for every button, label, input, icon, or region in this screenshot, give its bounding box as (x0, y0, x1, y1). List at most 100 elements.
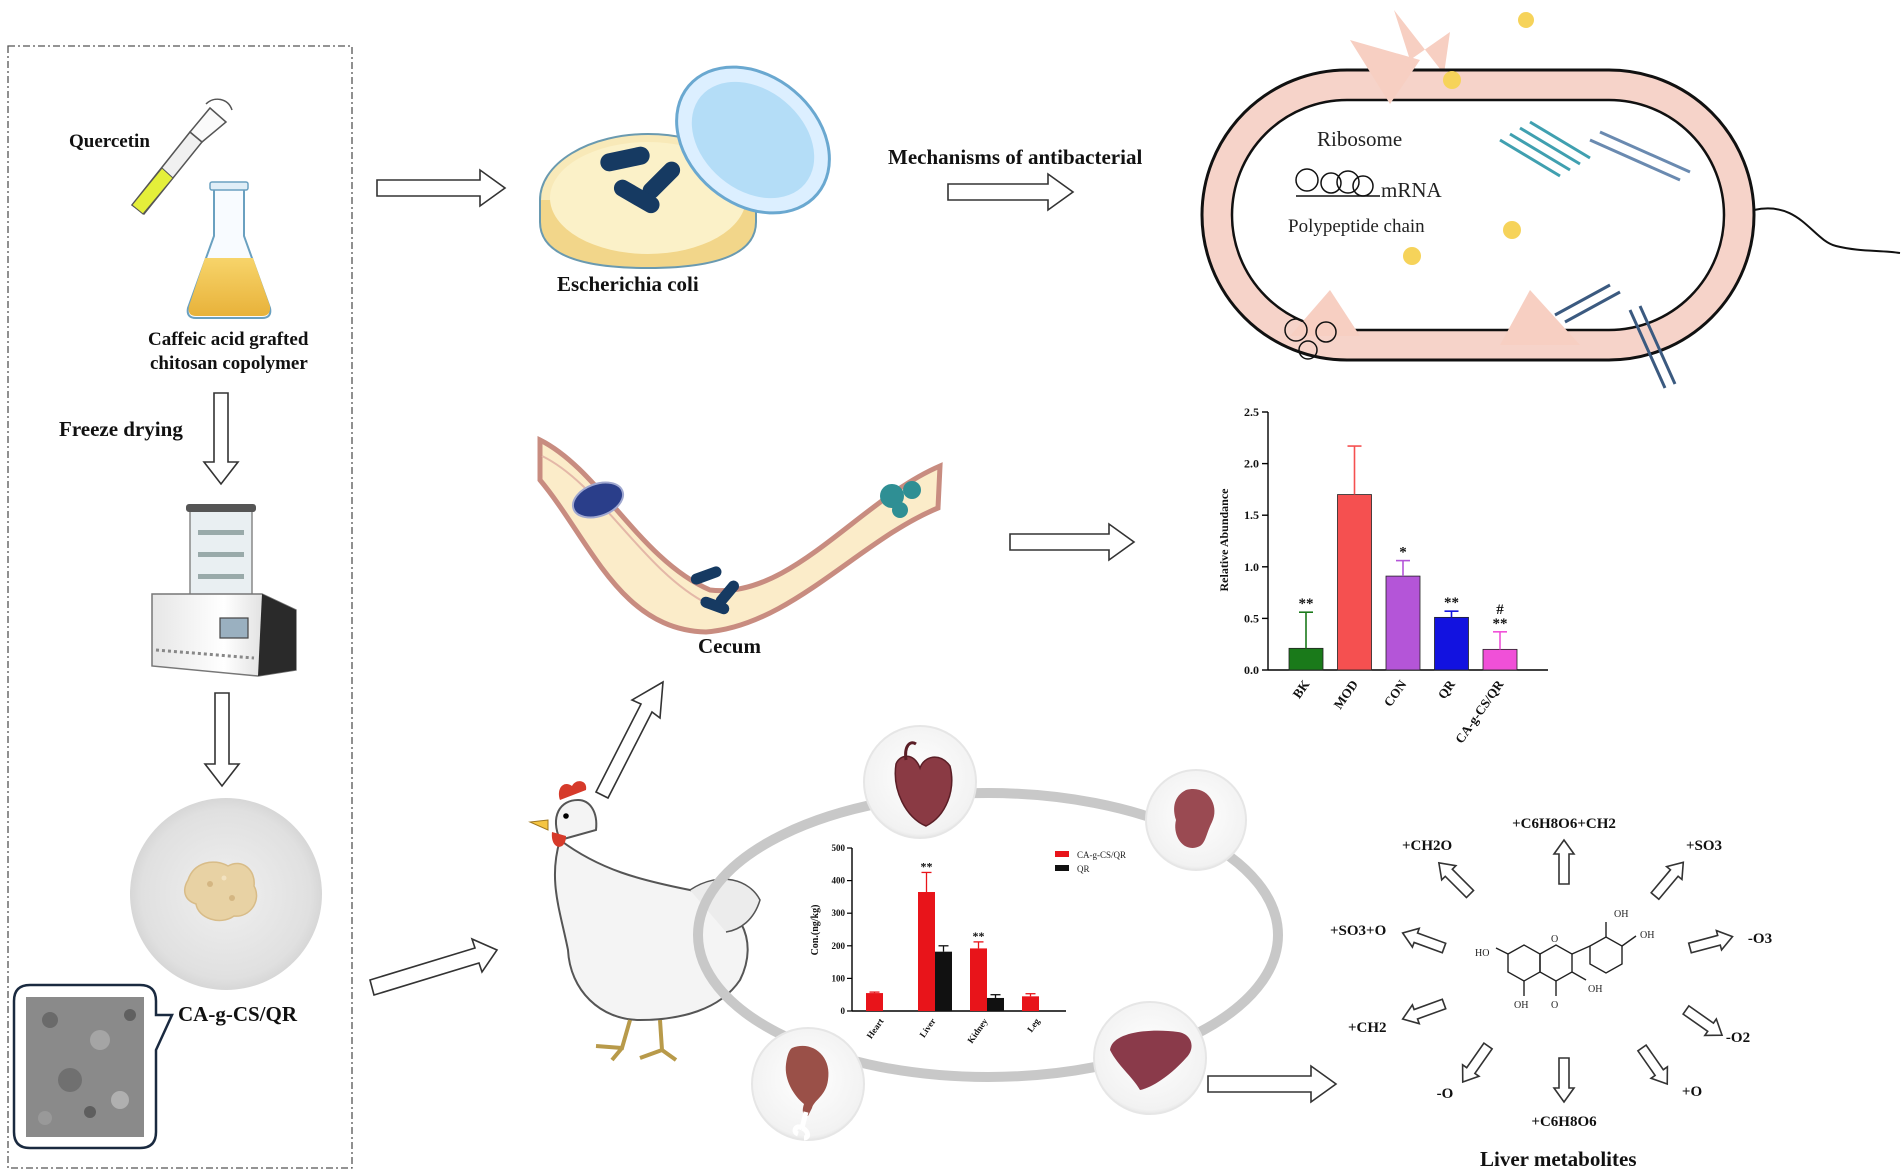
abundance-ytick-label: 1.0 (1244, 560, 1259, 574)
abundance-category-label: BK (1289, 676, 1313, 701)
abundance-ytick-label: 1.5 (1244, 508, 1259, 522)
distribution-ring (693, 788, 1283, 1082)
metabolite-label: +SO3 (1686, 838, 1722, 854)
abundance-bar (1385, 575, 1421, 671)
abundance-ytick-label: 2.5 (1244, 405, 1259, 419)
conc-bar (935, 951, 952, 1011)
polypeptide-label: Polypeptide chain (1288, 216, 1425, 237)
ribosome-label: Ribosome (1317, 127, 1402, 151)
abundance-category-label: CA-g-CS/QR (1452, 677, 1507, 746)
metabolite-label: -O2 (1726, 1030, 1750, 1046)
oh-label-3: OH (1588, 984, 1602, 995)
oh-label-2: OH (1640, 930, 1654, 941)
abundance-bar (1337, 494, 1372, 671)
abundance-ytick-label: 0.0 (1244, 663, 1259, 677)
conc-category-label: Leg (1025, 1016, 1042, 1034)
freeze-dryer-icon (151, 504, 297, 677)
metabolite-arrow (1437, 861, 1475, 899)
metabolite-arrow (1461, 1042, 1494, 1084)
metabolite-arrow (1401, 927, 1447, 954)
abundance-significance: * (1399, 545, 1407, 561)
arrow-to-chicken (369, 937, 499, 997)
abundance-category-label: CON (1381, 677, 1410, 710)
leg-organ-icon (751, 1027, 865, 1141)
arrow-to-ecoli (376, 168, 507, 208)
abundance-category-label: QR (1434, 677, 1458, 702)
pipette-icon (130, 98, 233, 216)
down-arrow-2 (203, 692, 241, 788)
metabolite-arrow (1401, 998, 1447, 1025)
metabolite-label: +CH2O (1402, 838, 1452, 854)
sem-image-callout (12, 983, 174, 1150)
cecum-label: Cecum (698, 634, 761, 658)
preparation-panel (7, 45, 353, 1169)
conc-bar (970, 948, 987, 1011)
liver-metabolites-label: Liver metabolites (1480, 1147, 1637, 1171)
metabolite-label: +O (1682, 1084, 1702, 1100)
metabolite-label: +C6H8O6 (1531, 1114, 1597, 1130)
down-arrow-1 (202, 392, 240, 486)
flask-icon (186, 181, 272, 319)
conc-bar (1022, 996, 1039, 1011)
abundance-bar (1434, 616, 1469, 671)
conc-significance: ** (973, 929, 985, 943)
sample-photo (130, 798, 322, 990)
metabolite-arrow (1687, 929, 1734, 954)
metabolite-label: -O (1437, 1086, 1454, 1102)
metabolite-label: +C6H8O6+CH2 (1512, 816, 1616, 832)
conc-bar (918, 892, 935, 1011)
ring-o-label: O (1551, 934, 1558, 945)
conc-category-label: Liver (917, 1016, 937, 1039)
metabolite-label: +CH2 (1348, 1020, 1387, 1036)
conc-ytick-label: 0 (841, 1006, 846, 1016)
legend-swatch-qr (1055, 865, 1069, 871)
conc-bar (987, 997, 1004, 1011)
conc-ytick-label: 300 (832, 908, 846, 918)
abundance-y-label: Relative Abundance (1217, 488, 1231, 592)
metabolite-arrow (1552, 1057, 1576, 1104)
conc-y-label: Con.(ng/kg) (810, 905, 821, 956)
abundance-significance: ** (1493, 616, 1508, 632)
conc-bar (866, 993, 883, 1011)
liver-organ-icon (1093, 1001, 1207, 1115)
copolymer-label-1: Caffeic acid grafted (148, 329, 309, 350)
abundance-significance: ** (1444, 595, 1459, 611)
quercetin-structure (1495, 922, 1637, 996)
metabolite-label: +SO3+O (1330, 923, 1386, 939)
kidney-organ-icon (1145, 769, 1247, 871)
conc-ytick-label: 400 (832, 876, 846, 886)
abundance-significance: # (1496, 602, 1504, 618)
metabolite-arrows (1401, 838, 1734, 1104)
conc-ytick-label: 500 (832, 843, 846, 853)
copolymer-label-2: chitosan copolymer (150, 353, 308, 374)
arrow-to-abundance (1009, 522, 1136, 562)
cecum-intestine-icon (537, 435, 943, 635)
conc-ytick-label: 100 (832, 973, 846, 983)
ho-label: HO (1475, 948, 1489, 959)
arrow-to-metabolites (1207, 1064, 1338, 1104)
petri-dish-icon (539, 65, 831, 270)
abundance-ytick-label: 0.5 (1244, 611, 1259, 625)
abundance-significance: ** (1299, 596, 1314, 612)
product-label: CA-g-CS/QR (178, 1002, 298, 1026)
oh-label-1: OH (1614, 909, 1628, 920)
ecoli-label: Escherichia coli (557, 272, 699, 296)
chicken-icon (528, 781, 761, 1062)
legend-label-qr: QR (1077, 864, 1090, 874)
arrow-to-cecum (594, 680, 664, 800)
mrna-label: mRNA (1381, 178, 1443, 202)
metabolite-label: -O3 (1748, 931, 1772, 947)
conc-category-label: Kidney (965, 1016, 990, 1045)
abundance-bar (1288, 647, 1324, 671)
heart-organ-icon (863, 725, 977, 839)
metabolite-arrow (1650, 861, 1685, 901)
bacterium-cell-diagram (1200, 10, 1901, 389)
metabolite-arrow (1552, 838, 1576, 885)
abundance-ytick-label: 2.0 (1244, 457, 1259, 471)
conc-ytick-label: 200 (832, 941, 846, 951)
metabolite-arrow (1682, 1004, 1724, 1037)
carbonyl-o-label: O (1551, 1000, 1558, 1011)
